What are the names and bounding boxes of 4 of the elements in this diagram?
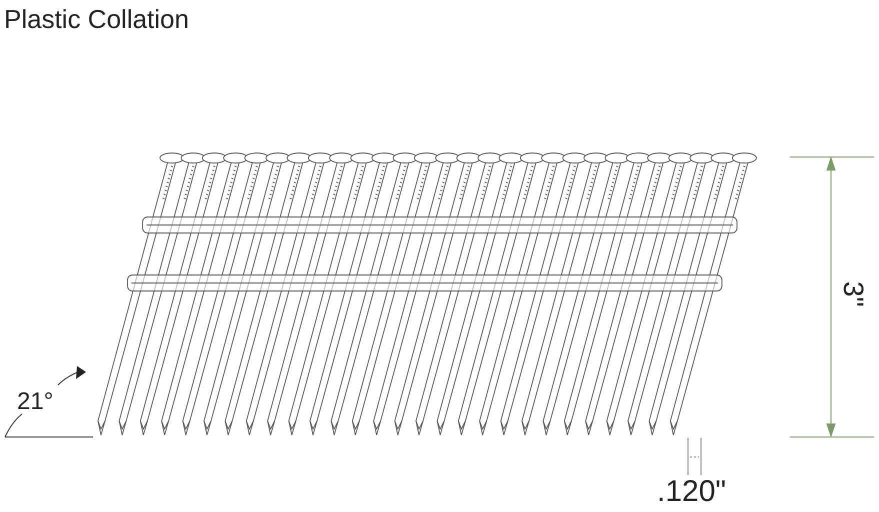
diagram-title: Plastic Collation	[4, 6, 189, 32]
angle-label: 21°	[17, 390, 54, 414]
diameter-label: .120"	[657, 477, 726, 507]
length-label: 3"	[838, 281, 867, 307]
